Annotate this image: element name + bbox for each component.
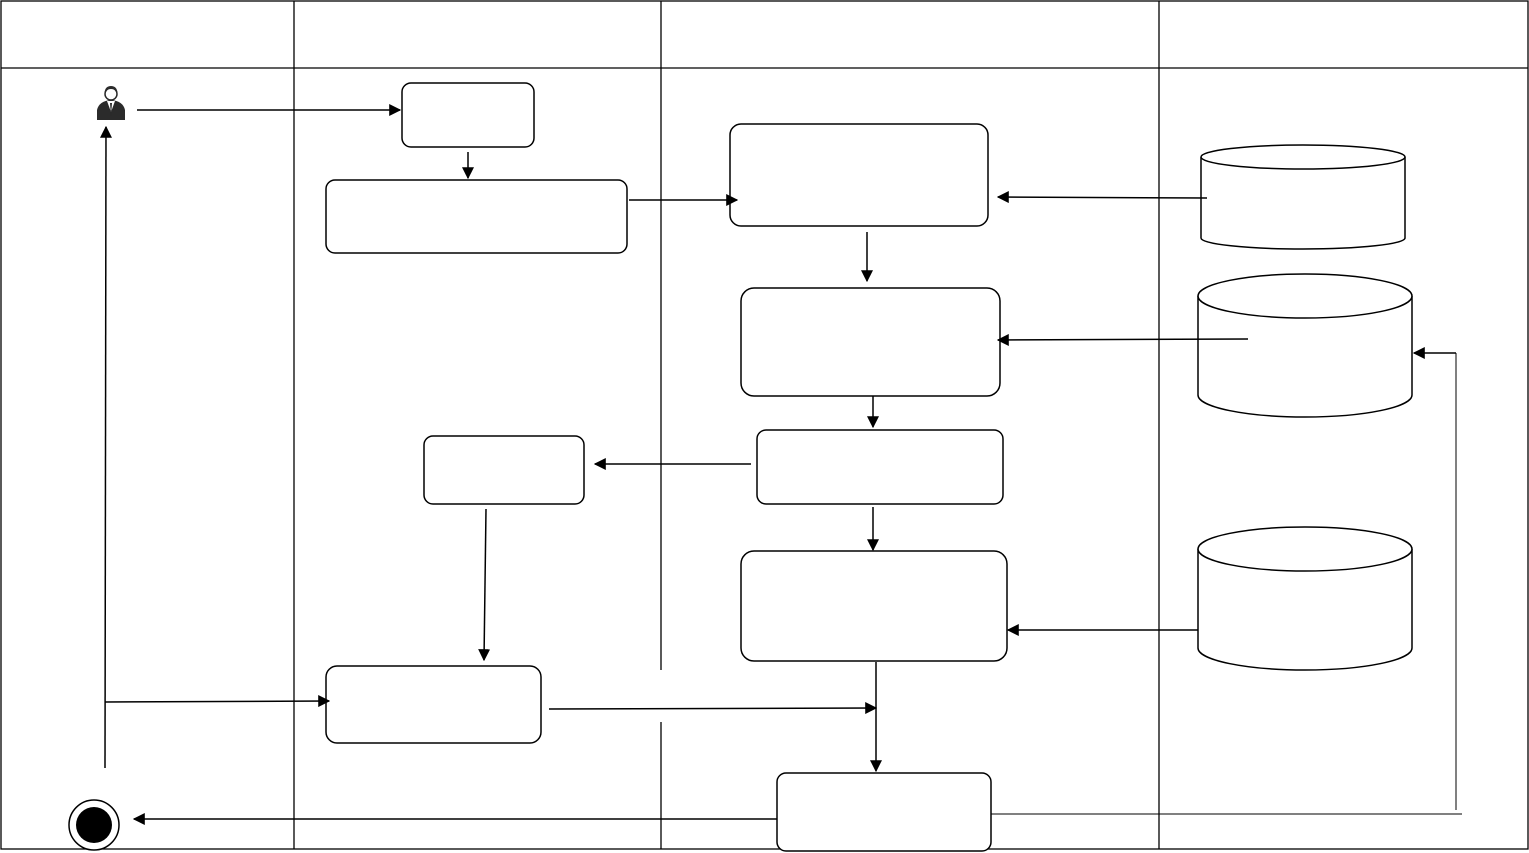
activity-box-7 (740, 550, 1008, 662)
activity-box-3 (729, 123, 989, 227)
database-3 (1197, 526, 1413, 671)
arrow-to-box-8 (104, 695, 331, 708)
arrow-box-6-to-box-8 (478, 508, 491, 662)
activity-box-4 (740, 287, 1001, 397)
database-1 (1200, 144, 1406, 250)
activity-box-1 (401, 82, 535, 148)
activity-box-2 (325, 179, 628, 254)
activity-box-9 (776, 772, 992, 852)
arrow-up-to-actor (99, 125, 112, 769)
final-node-icon (68, 799, 120, 851)
user-icon (97, 86, 125, 120)
activity-box-5 (756, 429, 1004, 505)
arrow-db-1-to-box-3 (996, 191, 1208, 204)
arrow-db-2-to-box-4 (996, 333, 1249, 346)
database-2 (1197, 273, 1413, 418)
arrow-box-8-to-flow (548, 702, 878, 715)
activity-box-8 (325, 665, 542, 744)
activity-box-6 (423, 435, 585, 505)
